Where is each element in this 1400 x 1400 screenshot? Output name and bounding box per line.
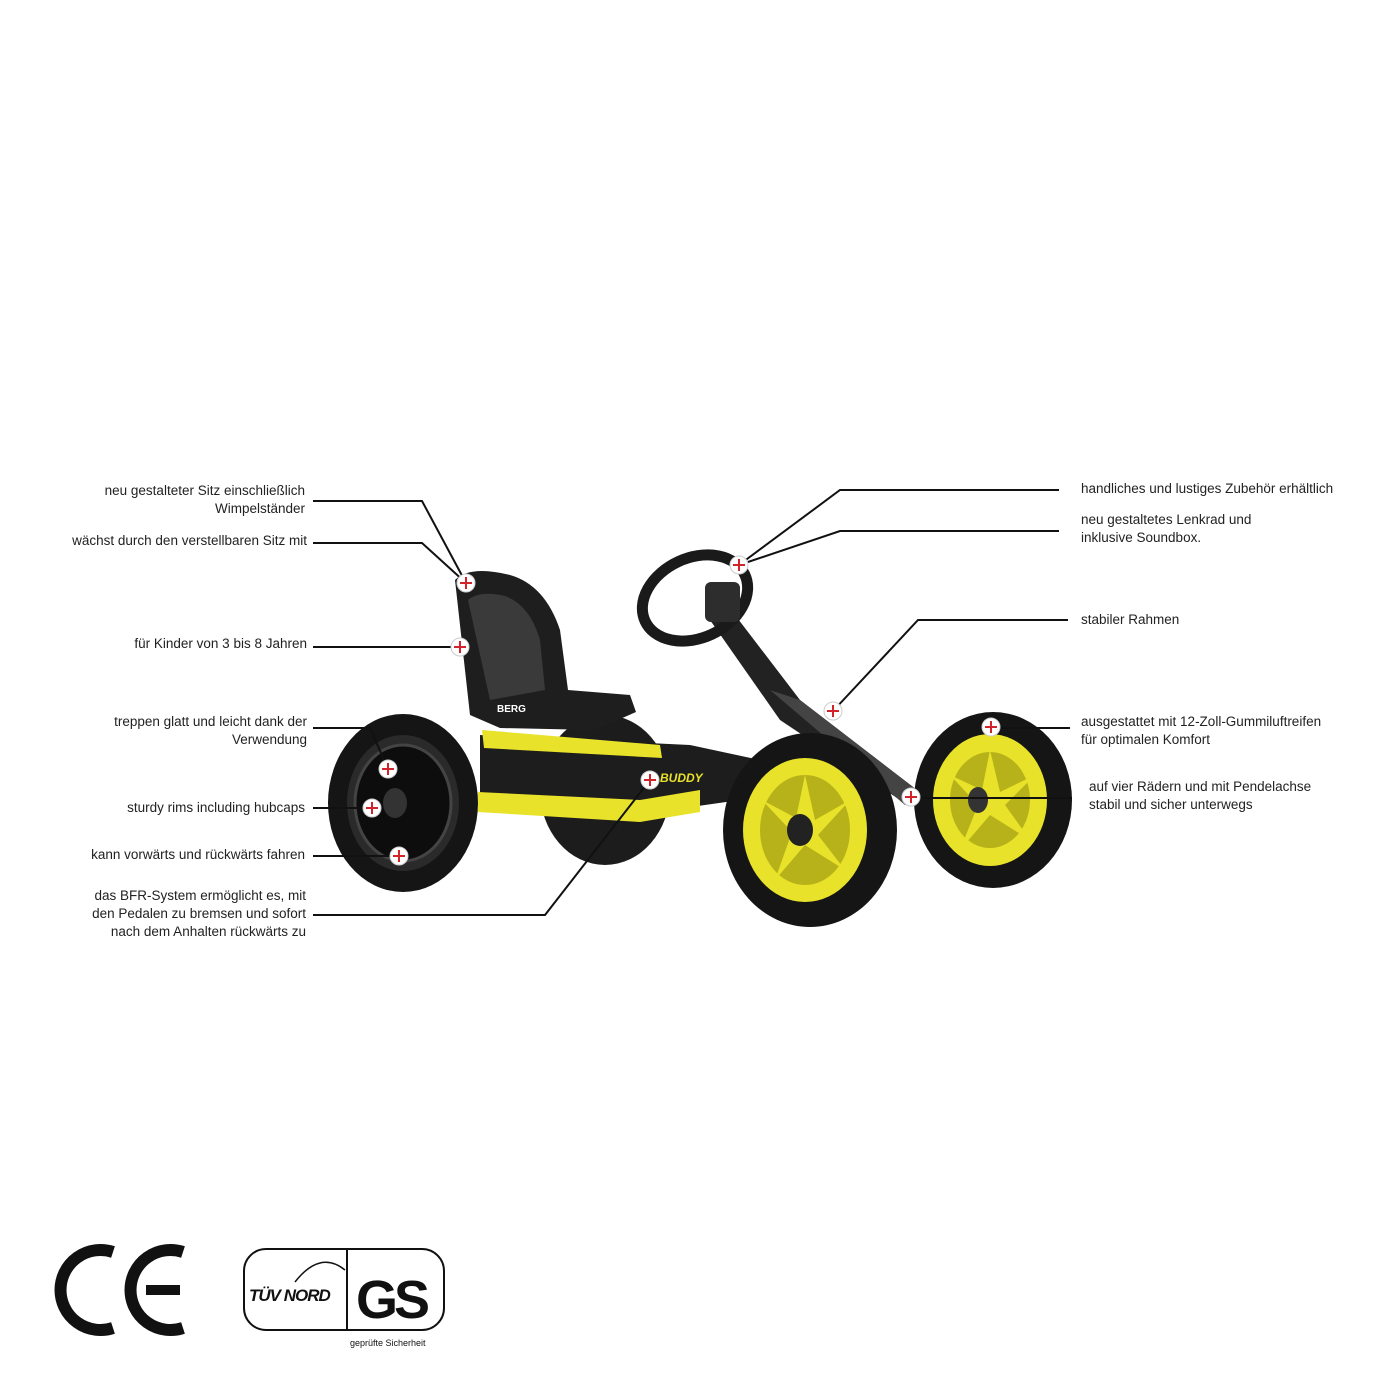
callout-rims: sturdy rims including hubcaps	[127, 800, 305, 815]
front-wheel	[723, 733, 897, 927]
gs-text: GS	[356, 1270, 428, 1330]
frame-tube-upper	[482, 730, 662, 758]
plus-marker-icon[interactable]	[456, 573, 476, 593]
callout-steering-wheel: neu gestaltetes Lenkrad und inklusive So…	[1081, 512, 1252, 545]
callout-bfr-system: das BFR-System ermöglicht es, mit den Pe…	[92, 888, 306, 939]
model-decal: BUDDY	[660, 771, 704, 785]
plus-marker-icon[interactable]	[981, 717, 1001, 737]
plus-marker-icon[interactable]	[389, 846, 409, 866]
callout-smooth-ride: treppen glatt und leicht dank der Verwen…	[114, 714, 307, 747]
rear-left-wheel	[328, 714, 478, 892]
callout-seat-pennant: neu gestalteter Sitz einschließlich Wimp…	[104, 483, 305, 516]
plus-marker-icon[interactable]	[640, 770, 660, 790]
plus-marker-icon[interactable]	[362, 798, 382, 818]
plus-marker-icon[interactable]	[729, 555, 749, 575]
leader-lines	[313, 489, 1072, 916]
frame-tube-lower	[478, 790, 700, 822]
hotspot-markers	[362, 555, 1001, 866]
gs-subtext: geprüfte Sicherheit	[350, 1338, 426, 1348]
callout-frame: stabiler Rahmen	[1081, 612, 1180, 627]
plus-marker-icon[interactable]	[901, 787, 921, 807]
steering-column-frame	[710, 615, 930, 800]
callout-forward-reverse: kann vorwärts und rückwärts fahren	[91, 847, 305, 862]
callout-tyres: ausgestattet mit 12-Zoll-Gummiluftreifen…	[1081, 714, 1322, 747]
tuv-gs-mark: TÜV NORD GS geprüfte Sicherheit	[243, 1248, 445, 1348]
callout-age-range: für Kinder von 3 bis 8 Jahren	[134, 636, 307, 651]
plus-marker-icon[interactable]	[823, 701, 843, 721]
steering-wheel	[636, 549, 754, 647]
seat-brand-logo: BERG	[497, 704, 526, 715]
callout-swing-axle: auf vier Rädern und mit Pendelachse stab…	[1089, 779, 1312, 812]
callout-accessories: handliches und lustiges Zubehör erhältli…	[1081, 481, 1334, 496]
seat: BERG	[455, 571, 636, 730]
callout-adjustable-seat: wächst durch den verstellbaren Sitz mit	[72, 533, 307, 548]
tuv-nord-text: TÜV NORD	[249, 1286, 331, 1305]
rear-right-wheel	[914, 712, 1072, 888]
plus-marker-icon[interactable]	[378, 759, 398, 779]
ce-mark	[54, 1244, 185, 1336]
plus-marker-icon[interactable]	[450, 637, 470, 657]
